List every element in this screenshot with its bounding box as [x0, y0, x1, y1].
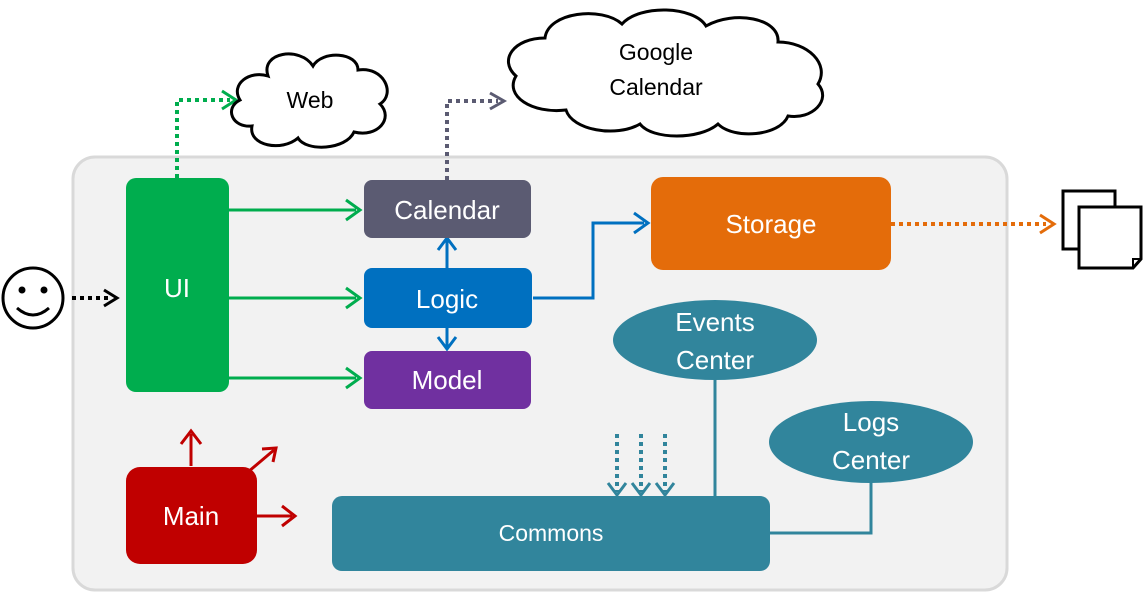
events-center-label-line2: Center: [676, 345, 754, 375]
commons-in-arrowhead-2: [630, 482, 652, 498]
calendar-to-google-arrow: [445, 99, 498, 180]
ui-to-model-arrowhead: [345, 366, 363, 390]
user-to-ui-arrowhead: [103, 288, 120, 308]
files-icon: [1061, 189, 1143, 270]
calendar-to-google-arrowhead: [489, 91, 508, 111]
logic-label: Logic: [416, 284, 478, 314]
logs-center-label-line1: Logs: [843, 407, 899, 437]
main-up-arrowhead: [179, 428, 203, 445]
storage-component: [651, 177, 891, 270]
events-center-component: [613, 300, 817, 380]
ui-to-web-arrow: [175, 98, 230, 178]
storage-to-files-arrowhead: [1039, 213, 1057, 235]
google-calendar-label-line1: Google: [619, 39, 693, 65]
commons-in-arrowhead-3: [654, 482, 676, 498]
logic-to-storage-arrow: [533, 221, 644, 300]
web-cloud: [230, 52, 389, 149]
events-center-label-line1: Events: [675, 307, 755, 337]
logs-center-component: [769, 401, 973, 483]
main-label: Main: [163, 501, 219, 531]
google-calendar-label-line2: Calendar: [609, 74, 703, 100]
ui-to-calendar-arrowhead: [345, 198, 363, 222]
web-label: Web: [287, 87, 334, 113]
logic-to-model-arrowhead: [436, 336, 458, 352]
main-right-arrowhead: [281, 504, 298, 528]
user-smiley-icon: [1, 266, 65, 330]
google-calendar-cloud: [506, 8, 825, 138]
model-component: [364, 351, 531, 409]
main-diagonal-arrowhead: [261, 446, 278, 463]
calendar-label: Calendar: [394, 195, 500, 225]
commons-in-arrowhead-1: [606, 482, 628, 498]
commons-component: [332, 496, 770, 571]
logic-to-storage-arrowhead: [633, 211, 651, 235]
main-diagonal-arrow: [247, 448, 275, 474]
storage-label: Storage: [725, 209, 816, 239]
logs-center-label-line2: Center: [832, 445, 910, 475]
ui-to-logic-arrowhead: [345, 286, 363, 310]
model-label: Model: [412, 365, 483, 395]
logs-to-commons-line: [770, 482, 873, 535]
ui-label: UI: [164, 273, 190, 303]
commons-label: Commons: [499, 520, 604, 546]
main-component: [126, 467, 257, 564]
calendar-component: [364, 180, 531, 238]
ui-component: [126, 178, 229, 392]
logic-component: [364, 268, 532, 328]
ui-to-web-arrowhead: [221, 89, 239, 111]
